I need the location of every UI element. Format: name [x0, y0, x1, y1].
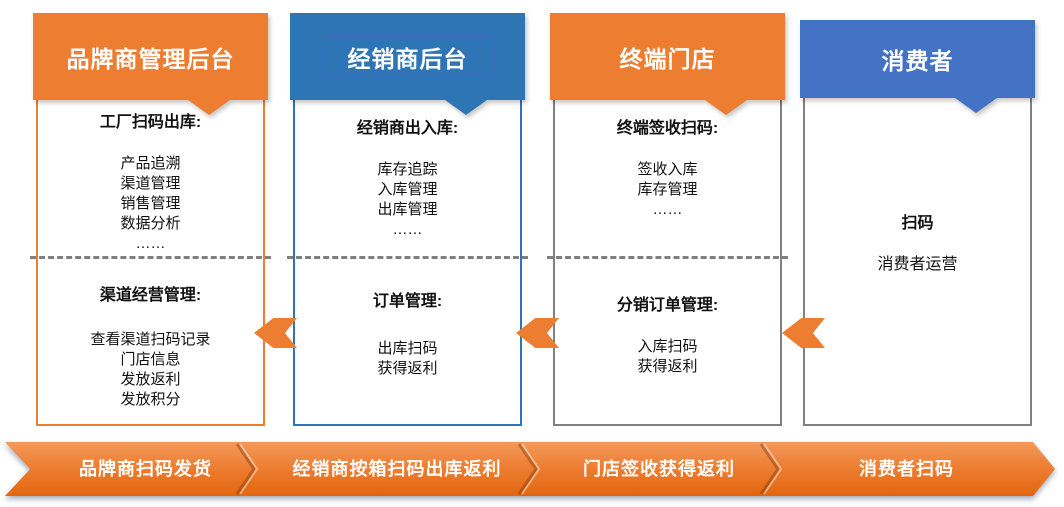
section-channel-mgmt: 渠道经营管理: 查看渠道扫码记录 门店信息 发放返利 发放积分 [38, 286, 263, 410]
section-heading: 终端签收扫码: [616, 120, 719, 137]
column-header-label: 经销商后台 [320, 35, 495, 78]
list-item: 库存管理 [637, 181, 698, 198]
list-item: 产品追溯 [120, 155, 181, 172]
flow-step-consumer-scan: 消费者扫码 [859, 459, 954, 479]
section-items: 签收入库 库存管理 …… [555, 160, 780, 220]
chevron-right-icon [235, 443, 783, 495]
flow-ribbon: 品牌商扫码发货 经销商按箱扫码出库返利 门店签收获得返利 消费者扫码 [5, 442, 1055, 496]
list-item: 签收入库 [637, 161, 698, 178]
dashed-divider [287, 256, 528, 259]
list-item: 渠道管理 [120, 175, 181, 192]
list-item: 门店信息 [120, 351, 181, 368]
column-distributor: 经销商后台 经销商出入库: 库存追踪 入库管理 出库管理 …… 订单管理: 出库… [287, 13, 528, 426]
flow-ribbon-shape: 品牌商扫码发货 经销商按箱扫码出库返利 门店签收获得返利 消费者扫码 [5, 442, 1055, 496]
section-heading: 渠道经营管理: [99, 287, 202, 304]
column-body: 经销商出入库: 库存追踪 入库管理 出库管理 …… 订单管理: 出库扫码 获得返… [287, 100, 528, 426]
section-items: 产品追溯 渠道管理 销售管理 数据分析 …… [38, 154, 263, 254]
list-item: 出库扫码 [377, 340, 438, 357]
list-item: 发放积分 [120, 391, 181, 408]
section-distribution-order: 分销订单管理: 入库扫码 获得返利 [555, 296, 780, 377]
section-heading: 扫码 [901, 215, 934, 232]
section-heading: 经销商出入库: [356, 120, 459, 137]
column-body: 终端签收扫码: 签收入库 库存管理 …… 分销订单管理: 入库扫码 获得返利 [547, 100, 788, 426]
section-items: 查看渠道扫码记录 门店信息 发放返利 发放积分 [38, 330, 263, 410]
dashed-divider [547, 256, 788, 259]
section-order-mgmt: 订单管理: 出库扫码 获得返利 [295, 292, 520, 379]
column-header: 品牌商管理后台 [33, 13, 268, 115]
list-item: 出库管理 [377, 201, 438, 218]
section-items: 入库扫码 获得返利 [555, 337, 780, 377]
section-heading: 工厂扫码出库: [99, 114, 202, 131]
column-header-label: 终端门店 [619, 45, 716, 72]
list-item: 数据分析 [120, 215, 181, 232]
list-item: 查看渠道扫码记录 [90, 331, 211, 348]
list-item: 入库扫码 [637, 338, 698, 355]
list-item: …… [135, 235, 166, 252]
section-distributor-io: 经销商出入库: 库存追踪 入库管理 出库管理 …… [295, 119, 520, 240]
list-item: 消费者运营 [877, 256, 958, 273]
section-factory-scan: 工厂扫码出库: 产品追溯 渠道管理 销售管理 数据分析 …… [38, 113, 263, 254]
section-items: 消费者运营 [805, 255, 1030, 275]
flow-step-store-rebate: 门店签收获得返利 [583, 459, 735, 479]
column-brand-admin: 品牌商管理后台 工厂扫码出库: 产品追溯 渠道管理 销售管理 数据分析 …… 渠… [30, 13, 271, 426]
column-header: 经销商后台 [290, 13, 525, 115]
list-item: 获得返利 [377, 360, 438, 377]
list-item: 库存追踪 [377, 161, 438, 178]
list-item: 获得返利 [637, 358, 698, 375]
section-items: 出库扫码 获得返利 [295, 339, 520, 379]
section-heading: 分销订单管理: [616, 297, 719, 314]
list-item: 入库管理 [377, 181, 438, 198]
column-header-label: 品牌商管理后台 [66, 45, 235, 72]
column-header-label: 消费者 [881, 48, 954, 74]
list-item: 发放返利 [120, 371, 181, 388]
section-consumer-scan: 扫码 消费者运营 [805, 214, 1030, 275]
column-header: 终端门店 [550, 13, 785, 115]
flow-step-distributor-rebate: 经销商按箱扫码出库返利 [292, 459, 502, 479]
column-consumer: 消费者 扫码 消费者运营 [800, 20, 1035, 426]
section-heading: 订单管理: [372, 293, 443, 310]
column-body: 工厂扫码出库: 产品追溯 渠道管理 销售管理 数据分析 …… 渠道经营管理: 查… [30, 100, 271, 426]
section-store-sign: 终端签收扫码: 签收入库 库存管理 …… [555, 119, 780, 220]
column-body: 扫码 消费者运营 [803, 98, 1032, 426]
dashed-divider [30, 256, 271, 259]
flow-step-brand-ship: 品牌商扫码发货 [79, 459, 212, 479]
list-item: 销售管理 [120, 195, 181, 212]
column-terminal-store: 终端门店 终端签收扫码: 签收入库 库存管理 …… 分销订单管理: 入库扫码 获… [547, 13, 788, 426]
section-items: 库存追踪 入库管理 出库管理 …… [295, 160, 520, 240]
column-header: 消费者 [800, 20, 1035, 113]
list-item: …… [392, 221, 423, 238]
list-item: …… [652, 201, 683, 218]
